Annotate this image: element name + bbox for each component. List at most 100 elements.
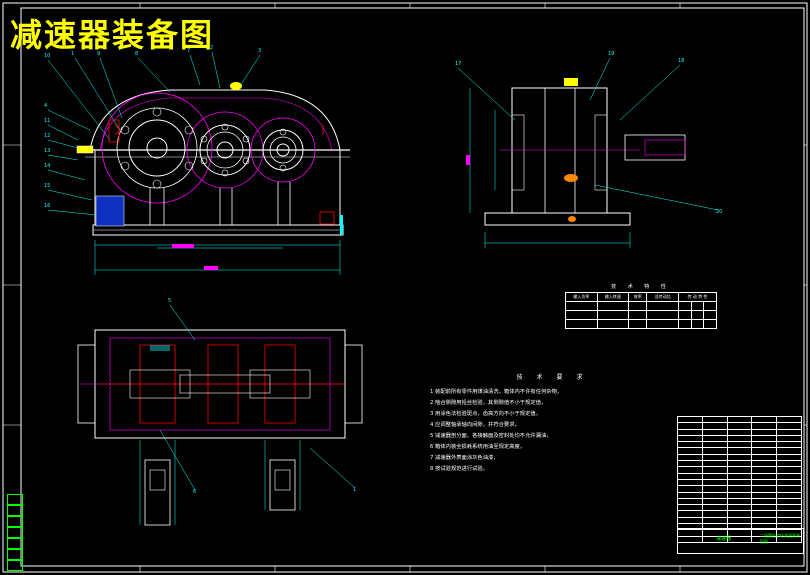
parts-cell — [677, 453, 703, 462]
callout-number: 9 — [97, 51, 100, 57]
parts-cell — [776, 491, 802, 499]
tech-req-item: 7 减速器外表面涂灰色油漆， — [430, 455, 499, 461]
char-header-cell: 输入功率 — [565, 292, 598, 302]
parts-cell — [677, 472, 703, 480]
parts-cell — [701, 415, 728, 424]
parts-cell — [701, 478, 728, 487]
parts-cell — [776, 485, 802, 493]
parts-cell — [776, 504, 802, 512]
parts-cell — [726, 428, 753, 436]
parts-cell — [701, 491, 728, 499]
parts-cell — [701, 504, 728, 512]
parts-cell — [726, 535, 753, 543]
parts-row — [677, 460, 802, 468]
tech-req-item: 8 按试验规范进行试验。 — [430, 466, 489, 472]
parts-row — [677, 441, 802, 449]
parts-cell — [677, 447, 703, 455]
top-view — [77, 304, 363, 526]
left-strip — [7, 494, 23, 571]
parts-cell — [776, 415, 802, 424]
parts-cell — [677, 434, 703, 443]
side-view — [457, 57, 719, 248]
parts-cell — [701, 466, 728, 474]
parts-cell — [726, 441, 753, 449]
parts-row — [677, 428, 802, 436]
parts-cell — [701, 422, 728, 430]
parts-cell — [677, 466, 703, 474]
callout-number: 7 — [187, 48, 190, 54]
parts-row — [677, 434, 802, 443]
callout-number: 17 — [455, 61, 461, 67]
parts-row — [677, 485, 802, 493]
callout-number: 6 — [193, 489, 196, 495]
callout-number: 14 — [44, 163, 50, 169]
parts-row — [677, 453, 802, 462]
parts-cell — [726, 434, 753, 443]
parts-cell — [701, 535, 728, 543]
parts-cell — [701, 434, 728, 443]
callout-number: 5 — [168, 298, 171, 304]
parts-cell — [726, 447, 753, 455]
parts-cell — [726, 422, 753, 430]
parts-cell — [677, 441, 703, 449]
parts-cell — [677, 478, 703, 487]
parts-row — [677, 491, 802, 499]
parts-cell — [776, 466, 802, 474]
callout-number: 2 — [210, 45, 213, 51]
title-block-name: 减速器 — [716, 536, 732, 542]
parts-cell — [677, 504, 703, 512]
parts-row — [677, 415, 802, 424]
callout-number: 1 — [353, 487, 356, 493]
callout-number: 1 — [71, 51, 74, 57]
callout-number: 19 — [608, 51, 614, 57]
parts-cell — [677, 460, 703, 468]
callout-number: 8 — [135, 51, 138, 57]
parts-cell — [701, 472, 728, 480]
inner-frame — [20, 7, 805, 567]
char-header-cell: 输入转速 — [596, 292, 630, 302]
characteristics-title: 技 术 特 性 — [611, 284, 671, 290]
char-header-cell: 传 动 特 性 — [678, 292, 717, 302]
parts-list — [677, 415, 802, 543]
parts-row — [677, 504, 802, 512]
callout-number: 18 — [678, 58, 684, 64]
tech-req-item: 6 箱体内装全损耗系统用油至规定高度， — [430, 444, 526, 450]
title-block-subtitle: 二级圆柱齿轮减速器装配图 — [760, 533, 800, 544]
parts-cell — [776, 460, 802, 468]
callout-number: 10 — [44, 53, 50, 59]
parts-row — [677, 497, 802, 506]
parts-cell — [726, 491, 753, 499]
parts-cell — [726, 453, 753, 462]
callout-number: 3 — [258, 48, 261, 54]
parts-row — [677, 472, 802, 480]
callout-number: 13 — [44, 148, 50, 154]
drawing-title: 减速器装备图 — [10, 16, 215, 54]
tech-req-item: 1 装配前所有零件用煤油清洗，箱体内不许有任何杂物， — [430, 389, 563, 395]
parts-cell — [726, 460, 753, 468]
callout-number: 20 — [716, 209, 722, 215]
parts-cell — [726, 472, 753, 480]
parts-cell — [726, 415, 753, 424]
parts-cell — [776, 453, 802, 462]
technical-requirements: 技 术 要 求 1 装配前所有零件用煤油清洗，箱体内不许有任何杂物， 2 啮合侧… — [430, 372, 675, 475]
parts-cell — [776, 434, 802, 443]
parts-row — [677, 466, 802, 474]
parts-cell — [701, 428, 728, 436]
parts-cell — [726, 504, 753, 512]
parts-cell — [776, 447, 802, 455]
parts-cell — [776, 422, 802, 430]
parts-cell — [677, 485, 703, 493]
parts-cell — [726, 497, 753, 506]
tech-req-item: 2 啮合侧隙用铅丝检验，其侧隙值不小于规定值， — [430, 400, 547, 406]
parts-cell — [677, 422, 703, 430]
parts-cell — [701, 460, 728, 468]
parts-row — [677, 478, 802, 487]
tech-req-item: 3 用涂色法检验斑点，齿高方向不小于规定值， — [430, 411, 541, 417]
callout-number: 16 — [44, 203, 50, 209]
parts-cell — [726, 485, 753, 493]
parts-cell — [776, 441, 802, 449]
front-view — [47, 51, 350, 275]
parts-cell — [726, 478, 753, 487]
parts-cell — [677, 415, 703, 424]
